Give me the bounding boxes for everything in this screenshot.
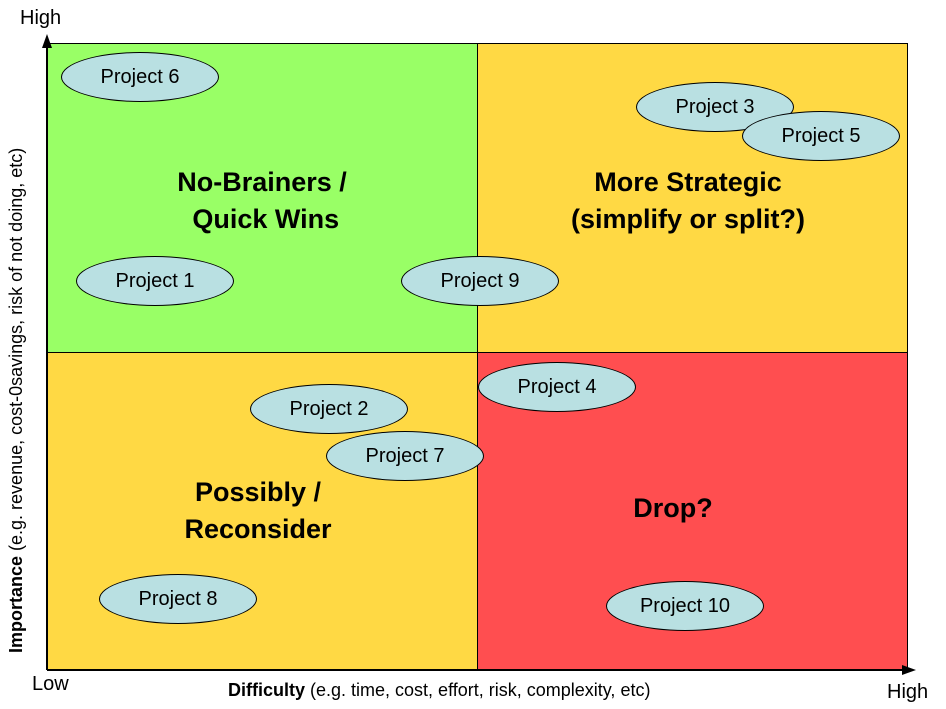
project-9-bubble[interactable]: Project 9 xyxy=(401,256,559,306)
x-axis-low-label: Low xyxy=(32,673,69,695)
quadrant-label-line: Quick Wins xyxy=(184,204,340,234)
x-axis-high-label: High xyxy=(887,681,929,703)
vertical-divider xyxy=(477,43,478,670)
quadrant-label-line: Drop? xyxy=(633,493,713,523)
project-7-bubble[interactable]: Project 7 xyxy=(326,431,484,481)
y-axis-title-bold: Importance xyxy=(6,555,26,653)
project-1-bubble[interactable]: Project 1 xyxy=(76,256,234,306)
quadrant-label-drop: Drop? xyxy=(598,490,748,527)
y-axis-title: Importance (e.g. revenue, cost-0savings,… xyxy=(6,148,27,653)
y-axis-title-rest: (e.g. revenue, cost-0savings, risk of no… xyxy=(6,147,26,556)
quadrant-label-possibly-reconsider: Possibly / Reconsider xyxy=(148,474,368,548)
quadrant-label-line: Reconsider xyxy=(184,514,332,544)
project-6-bubble[interactable]: Project 6 xyxy=(61,52,219,102)
x-axis-arrow-icon xyxy=(902,665,916,675)
project-4-bubble[interactable]: Project 4 xyxy=(478,362,636,412)
horizontal-divider xyxy=(47,352,908,353)
quadrant-label-quick-wins: No-Brainers / Quick Wins xyxy=(142,164,382,238)
project-8-bubble[interactable]: Project 8 xyxy=(99,574,257,624)
project-10-bubble[interactable]: Project 10 xyxy=(606,581,764,631)
y-axis-high-label: High xyxy=(20,7,62,29)
quadrant-label-more-strategic: More Strategic (simplify or split?) xyxy=(538,164,838,238)
x-axis-title: Difficulty (e.g. time, cost, effort, ris… xyxy=(228,680,650,701)
quadrant-label-line: No-Brainers / xyxy=(177,167,347,197)
x-axis-title-rest: (e.g. time, cost, effort, risk, complexi… xyxy=(305,680,651,700)
project-2-bubble[interactable]: Project 2 xyxy=(250,384,408,434)
x-axis-title-bold: Difficulty xyxy=(228,680,306,700)
quadrant-label-line: More Strategic xyxy=(594,167,782,197)
y-axis-arrow-icon xyxy=(42,34,52,48)
quadrant-label-line: (simplify or split?) xyxy=(570,204,805,234)
quadrant-label-line: Possibly / xyxy=(194,477,322,507)
project-5-bubble[interactable]: Project 5 xyxy=(742,111,900,161)
